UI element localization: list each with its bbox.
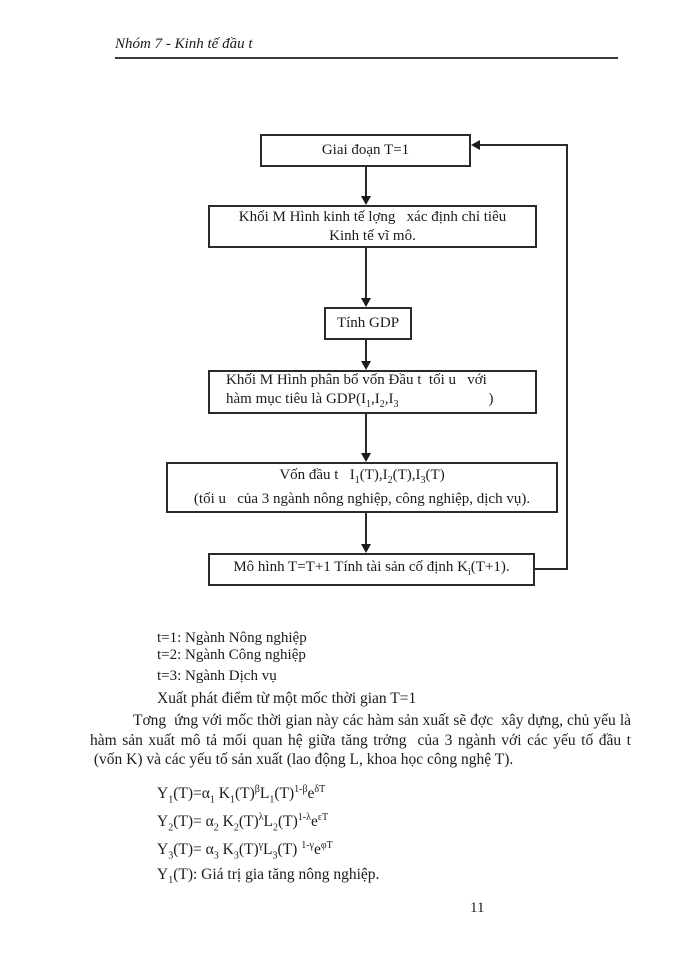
note-t3: t=3: Ngành Dịch vụ xyxy=(157,668,277,684)
formula-y1-label: Y1(T): Giá trị gia tăng nông nghiệp. xyxy=(157,866,380,887)
start-line: Xuất phát điểm từ một mốc thời gian T=1 xyxy=(157,690,417,707)
formula-y3: Y3(T)= α3 K3(T)γL3(T) 1-γeφT xyxy=(157,840,333,862)
arrow-left-icon xyxy=(471,140,480,150)
flow-box2-line2: Kinh tế vĩ mô. xyxy=(329,227,416,244)
connector-line xyxy=(365,414,367,454)
header-title: Nhóm 7 - Kinh tế đầu t xyxy=(115,36,253,52)
connector-line xyxy=(365,513,367,545)
feedback-line-vertical xyxy=(566,144,568,570)
flow-box6-label: Mô hình T=T+1 Tính tài sản cố định Ki(T+… xyxy=(233,558,510,578)
flow-box-phan-bo-von: Khối M Hình phân bổ vốn Đầu t tối u với … xyxy=(208,370,537,414)
flow-box-giai-doan-label: Giai đoạn T=1 xyxy=(321,142,410,158)
connector-line xyxy=(365,248,367,298)
page-number: 11 xyxy=(470,900,485,916)
arrow-down-icon xyxy=(361,361,371,370)
flow-box2-line1: Khối M Hình kinh tế lợng xác định chỉ ti… xyxy=(238,208,507,225)
connector-line xyxy=(365,167,367,197)
flow-box4-line2: hàm mục tiêu là GDP(I1,I2,I3 ) xyxy=(226,390,494,410)
flow-box5-line1: Vốn đầu t I1(T),I2(T),I3(T) xyxy=(279,467,445,486)
arrow-down-icon xyxy=(361,544,371,553)
flow-box-von-dau-tu: Vốn đầu t I1(T),I2(T),I3(T) (tối u của 3… xyxy=(166,462,558,513)
arrow-down-icon xyxy=(361,453,371,462)
body-paragraph: Tơng ứng với mốc thời gian này các hàm s… xyxy=(90,712,631,768)
arrow-down-icon xyxy=(361,196,371,205)
note-t1: t=1: Ngành Nông nghiệp xyxy=(157,630,307,646)
flow-box5-line2: (tối u của 3 ngành nông nghiệp, công ngh… xyxy=(193,491,531,507)
flow-box-mo-hinh: Mô hình T=T+1 Tính tài sản cố định Ki(T+… xyxy=(208,553,535,586)
page-header: Nhóm 7 - Kinh tế đầu t xyxy=(115,36,618,59)
feedback-line-bottom xyxy=(535,568,568,570)
flow-box-giai-doan: Giai đoạn T=1 xyxy=(260,134,471,167)
feedback-line-top xyxy=(479,144,567,146)
formula-y2: Y2(T)= α2 K2(T)λL2(T)1-λeεT xyxy=(157,812,329,834)
flow-box3-label: Tính GDP xyxy=(336,315,400,331)
flow-box-kinh-te-luong: Khối M Hình kinh tế lợng xác định chỉ ti… xyxy=(208,205,537,248)
flow-box4-line1: Khối M Hình phân bổ vốn Đầu t tối u với xyxy=(226,371,487,388)
formula-y1: Y1(T)=α1 K1(T)βL1(T)1-βeδT xyxy=(157,784,326,806)
note-t2: t=2: Ngành Công nghiệp xyxy=(157,647,306,663)
arrow-down-icon xyxy=(361,298,371,307)
connector-line xyxy=(365,340,367,362)
flow-box-tinh-gdp: Tính GDP xyxy=(324,307,412,340)
